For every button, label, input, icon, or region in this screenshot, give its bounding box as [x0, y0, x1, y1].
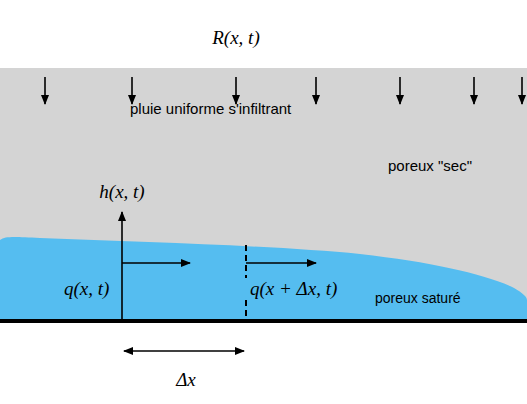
math-label: q(x, t): [64, 278, 109, 300]
flux-arrow: [122, 262, 190, 264]
section-line: [245, 245, 247, 278]
flux-arrow: [246, 262, 316, 264]
section-line: [245, 300, 247, 319]
math-label: h(x, t): [99, 181, 144, 203]
math-label: q(x + Δx, t): [250, 278, 337, 300]
region-label: poreux "sec": [388, 157, 472, 174]
rain-arrows: [45, 77, 522, 104]
region-label: poreux saturé: [375, 290, 461, 306]
math-label: Δx: [176, 369, 196, 391]
impermeable-base: [0, 319, 527, 323]
math-label: R(x, t): [212, 27, 259, 49]
height-axis: [121, 212, 123, 320]
region-label: pluie uniforme s'infiltrant: [130, 100, 291, 117]
dimension-arrow: [124, 350, 244, 351]
